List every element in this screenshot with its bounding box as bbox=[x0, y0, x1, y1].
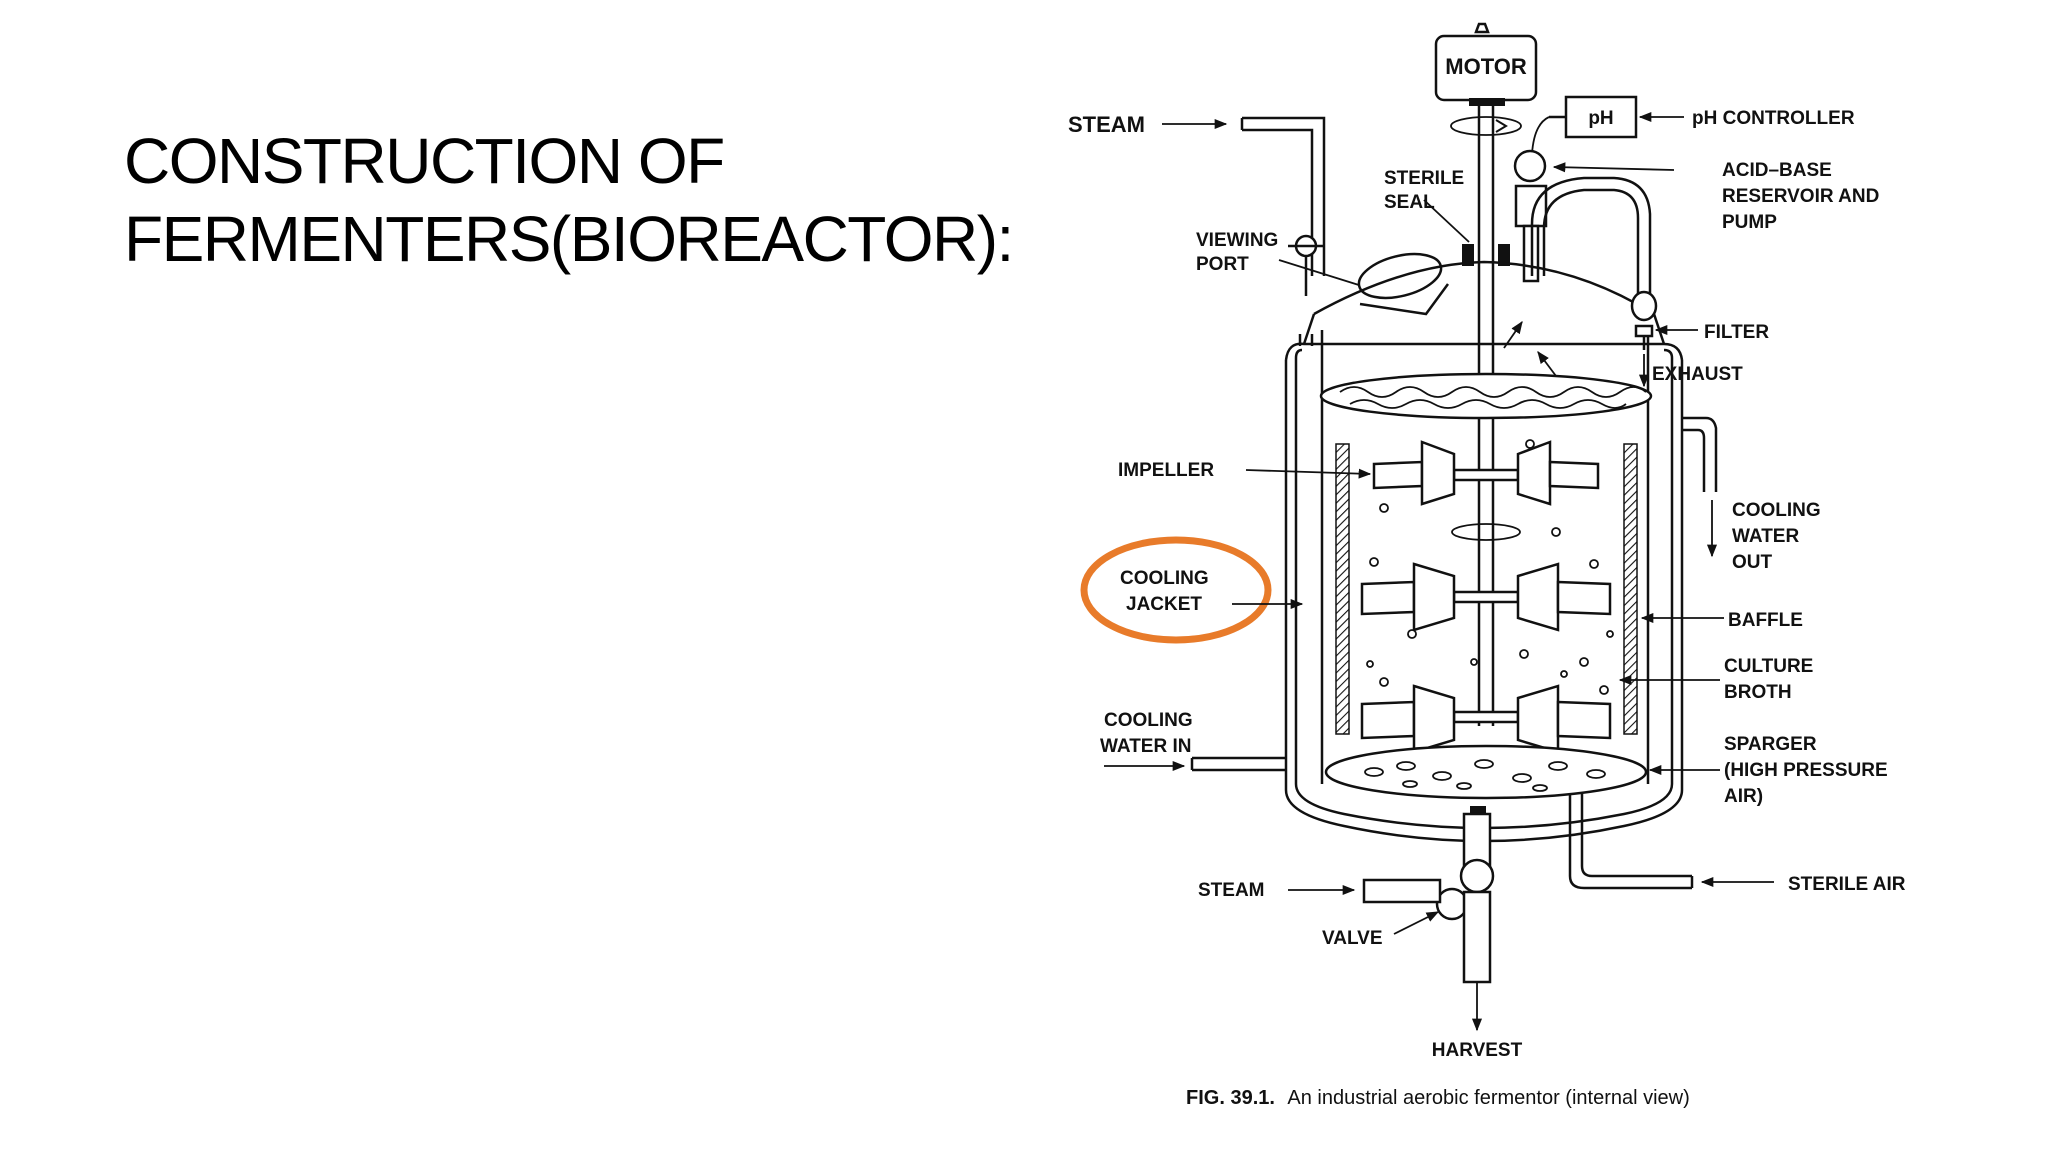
viewing-port: VIEWING PORT bbox=[1196, 230, 1450, 346]
slide-title-line-2: FERMENTERS(BIOREACTOR): bbox=[124, 203, 1014, 275]
slide-title: CONSTRUCTION OF FERMENTERS(BIOREACTOR): bbox=[124, 122, 1024, 278]
harvest-outlet: HARVEST bbox=[1432, 806, 1523, 1061]
steam-top-label: STEAM bbox=[1068, 112, 1145, 137]
sterile-air-label: STERILE AIR bbox=[1788, 874, 1906, 895]
sparger-label-2: (HIGH PRESSURE bbox=[1724, 760, 1888, 781]
air-bubbles bbox=[1366, 439, 1614, 695]
steam-bottom-label: STEAM bbox=[1198, 880, 1265, 901]
sterile-seal: STERILE SEAL bbox=[1384, 168, 1510, 266]
cooling-jacket-callout: COOLING JACKET bbox=[1080, 536, 1304, 644]
figure-caption: FIG. 39.1. An industrial aerobic ferment… bbox=[1186, 1087, 1690, 1109]
exhaust-line: FILTER EXHAUST bbox=[1503, 176, 1769, 388]
cooling-water-out-label-1: COOLING bbox=[1732, 500, 1821, 521]
impeller-middle bbox=[1360, 562, 1612, 632]
highlight-circle bbox=[1080, 536, 1272, 644]
motor: MOTOR bbox=[1434, 22, 1538, 106]
culture-broth-label-1: CULTURE bbox=[1724, 656, 1813, 677]
mid-rotation-icon bbox=[1451, 523, 1521, 541]
culture-broth-label-2: BROTH bbox=[1724, 682, 1792, 703]
ph-controller: pH pH CONTROLLER bbox=[1531, 95, 1855, 155]
cooling-water-out-label-3: OUT bbox=[1732, 552, 1773, 573]
harvest-label: HARVEST bbox=[1432, 1040, 1523, 1061]
ph-controller-label: pH CONTROLLER bbox=[1692, 108, 1855, 129]
steam-inlet-bottom: STEAM VALVE bbox=[1198, 878, 1442, 949]
impeller-bottom bbox=[1360, 684, 1612, 754]
impeller-label: IMPELLER bbox=[1118, 460, 1214, 481]
acid-base-label-2: RESERVOIR AND bbox=[1722, 186, 1879, 207]
cooling-water-in-label-1: COOLING bbox=[1104, 710, 1193, 731]
filter-label: FILTER bbox=[1704, 322, 1769, 343]
figure-caption-text: An industrial aerobic fermentor (interna… bbox=[1287, 1087, 1689, 1109]
cooling-water-out-label-2: WATER bbox=[1732, 526, 1799, 547]
culture-broth-surface bbox=[1319, 372, 1653, 420]
baffle-right bbox=[1623, 443, 1638, 735]
baffle-left bbox=[1335, 443, 1350, 735]
exhaust-label: EXHAUST bbox=[1652, 364, 1743, 385]
sparger-label-1: SPARGER bbox=[1724, 734, 1817, 755]
cooling-water-out-pipe: COOLING WATER OUT bbox=[1682, 416, 1821, 573]
fermenter-diagram-svg: MOTOR pH pH CONTROLLER ACID–BASE RESERVO… bbox=[1068, 22, 1906, 1109]
sparger bbox=[1324, 744, 1648, 800]
slide-title-line-1: CONSTRUCTION OF bbox=[124, 125, 725, 197]
fermenter-diagram: MOTOR pH pH CONTROLLER ACID–BASE RESERVO… bbox=[1044, 14, 1944, 1139]
cooling-water-in-label-2: WATER IN bbox=[1100, 736, 1191, 757]
acid-base-reservoir-pump: ACID–BASE RESERVOIR AND PUMP bbox=[1513, 149, 1879, 283]
rotation-arrow-icon bbox=[1450, 116, 1522, 136]
cooling-jacket-label-1: COOLING bbox=[1120, 568, 1209, 589]
sterile-air-line: STERILE AIR bbox=[1568, 794, 1906, 895]
sterile-seal-label-2: SEAL bbox=[1384, 192, 1435, 213]
cooling-jacket-label-2: JACKET bbox=[1126, 594, 1202, 615]
figure-caption-prefix: FIG. 39.1. bbox=[1186, 1087, 1275, 1109]
acid-base-label-1: ACID–BASE bbox=[1722, 160, 1832, 181]
viewing-port-label-2: PORT bbox=[1196, 254, 1249, 275]
acid-base-label-3: PUMP bbox=[1722, 212, 1777, 233]
motor-label: MOTOR bbox=[1445, 54, 1527, 79]
steam-inlet-top: STEAM bbox=[1068, 112, 1326, 276]
ph-box-label: pH bbox=[1588, 108, 1613, 129]
baffle-label: BAFFLE bbox=[1728, 610, 1803, 631]
viewing-port-label-1: VIEWING bbox=[1196, 230, 1278, 251]
valve-label: VALVE bbox=[1322, 928, 1383, 949]
sterile-seal-label-1: STERILE bbox=[1384, 168, 1464, 189]
cooling-water-in-pipe: COOLING WATER IN bbox=[1100, 710, 1286, 772]
impeller-top bbox=[1372, 440, 1600, 506]
sparger-label-3: AIR) bbox=[1724, 786, 1763, 807]
